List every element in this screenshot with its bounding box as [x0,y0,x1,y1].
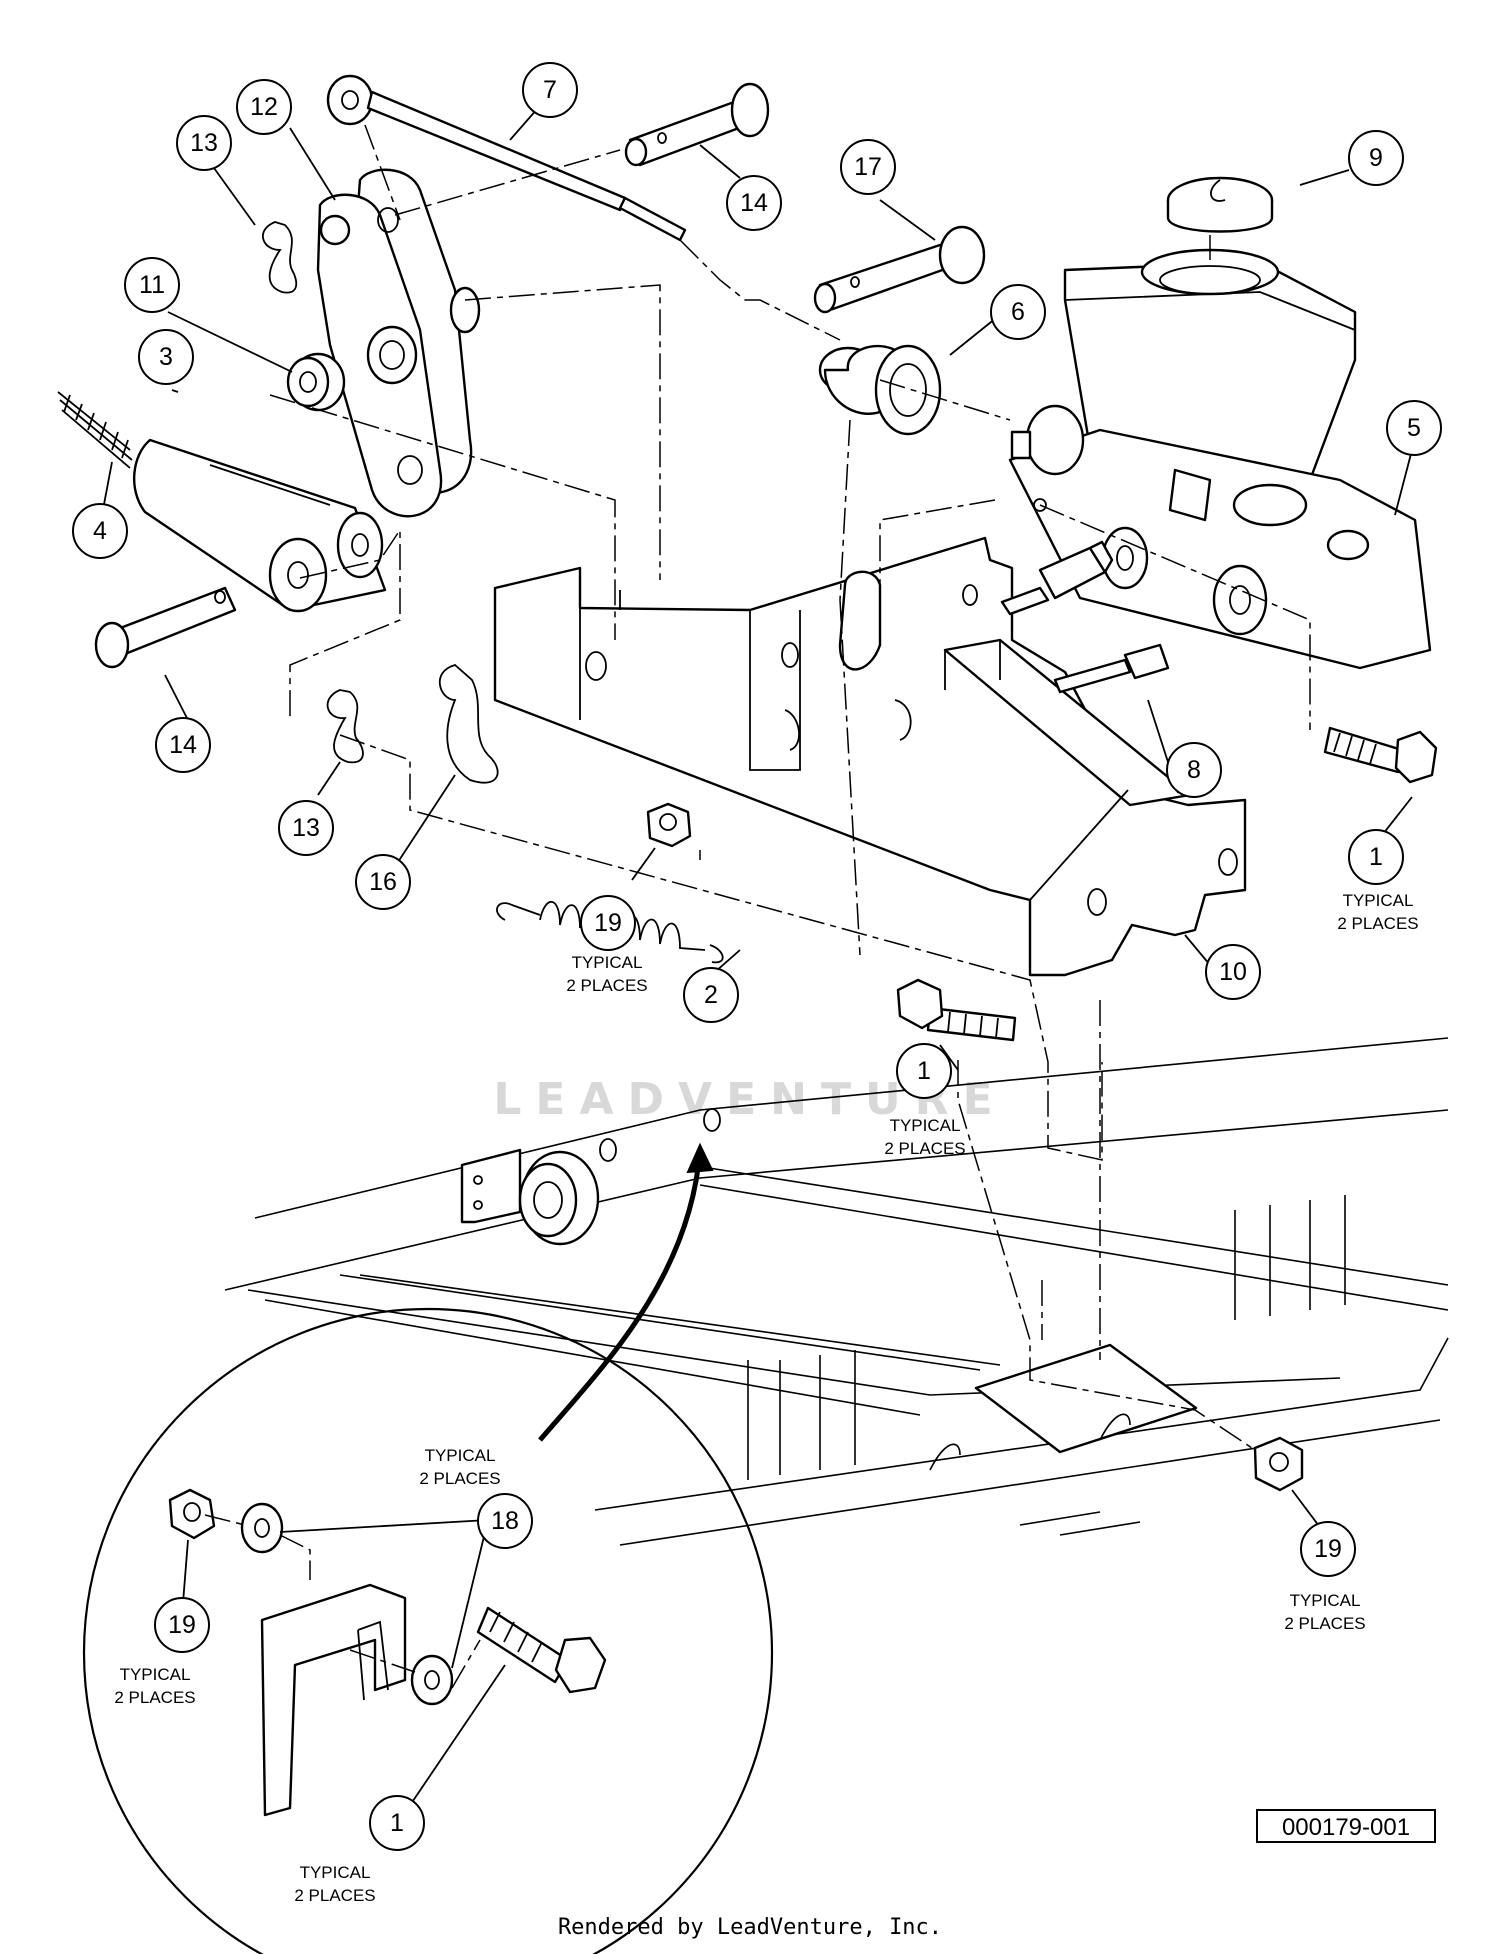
callout-14-lower: 14 [155,717,211,773]
callout-label: 12 [250,93,278,121]
callout-label: 4 [93,517,107,545]
callout-label: 8 [1187,756,1201,784]
callout-label: 1 [917,1057,931,1085]
callout-label: 14 [740,189,768,217]
callout-19-bracket: 19 [580,895,636,951]
callout-label: 14 [169,731,197,759]
callout-label: 16 [369,868,397,896]
detail-arrow [538,1142,714,1442]
callout-4: 4 [72,503,128,559]
reservoir-cap [1166,176,1274,233]
svg-text:TYPICAL: TYPICAL [1290,1591,1361,1610]
callout-label: 19 [168,1611,196,1639]
svg-text:2 PLACES: 2 PLACES [884,1139,965,1158]
frame-bracket-pulley [460,1108,721,1246]
master-cylinder [1008,248,1432,670]
svg-text:TYPICAL: TYPICAL [1343,891,1414,910]
callout-19-frame: 19 [1300,1521,1356,1577]
drawing-number-box: 000179-001 [1256,1809,1436,1843]
svg-text:2 PLACES: 2 PLACES [114,1688,195,1707]
brake-light-switch [1000,540,1170,694]
svg-text:2 PLACES: 2 PLACES [566,976,647,995]
svg-text:TYPICAL: TYPICAL [300,1863,371,1882]
callout-9: 9 [1348,130,1404,186]
clevis-pin-lower [94,586,237,669]
clevis-pin-top [624,82,770,167]
clevis-pin-upper [813,225,986,314]
pedal-rod-clevis [133,438,387,613]
svg-text:TYPICAL: TYPICAL [120,1665,191,1684]
callout-label: 3 [159,343,173,371]
assembly-centerlines [269,124,1311,1451]
callout-label: 1 [1369,843,1383,871]
callout-11: 11 [124,257,180,313]
note-typical-center: TYPICAL 2 PLACES [884,1116,965,1158]
callout-label: 2 [704,981,718,1009]
callout-label: 17 [854,153,882,181]
note-typical-detail-bottom: TYPICAL 2 PLACES [294,1863,375,1905]
svg-text:TYPICAL: TYPICAL [425,1446,496,1465]
vehicle-frame [224,1037,1449,1546]
hex-bolt-upper-right [1323,726,1438,784]
callout-3: 3 [138,329,194,385]
callout-18: 18 [477,1493,533,1549]
callout-13-upper: 13 [176,115,232,171]
pedal-link-arm [316,168,481,518]
svg-text:2 PLACES: 2 PLACES [1337,914,1418,933]
push-rod [326,74,687,242]
hex-nut-bracket [646,802,692,848]
detail-view [83,1308,773,1954]
callout-8: 8 [1166,742,1222,798]
svg-text:TYPICAL: TYPICAL [890,1116,961,1135]
callout-1-center: 1 [896,1043,952,1099]
threaded-rod-end [57,391,133,469]
callout-7: 7 [522,62,578,118]
callout-17: 17 [840,139,896,195]
svg-text:TYPICAL: TYPICAL [572,953,643,972]
callout-label: 6 [1011,298,1025,326]
callout-13-lower: 13 [278,800,334,856]
callout-label: 5 [1407,414,1421,442]
hex-bolt-center [896,978,1017,1042]
callout-label: 13 [292,814,320,842]
svg-text:2 PLACES: 2 PLACES [419,1469,500,1488]
bushing [286,352,346,412]
callout-19-detail: 19 [154,1597,210,1653]
callout-label: 18 [491,1507,519,1535]
callout-label: 1 [390,1809,404,1837]
callout-label: 10 [1219,958,1247,986]
callout-10: 10 [1205,944,1261,1000]
callout-1-detail: 1 [369,1795,425,1851]
callout-1-upper-right: 1 [1348,829,1404,885]
callout-6: 6 [990,284,1046,340]
leader-lines [101,99,1413,1821]
footer-credit: Rendered by LeadVenture, Inc. [557,1915,943,1940]
note-typical-detail-top: TYPICAL 2 PLACES [419,1446,500,1488]
callout-label: 11 [139,271,165,299]
callout-label: 19 [1314,1535,1342,1563]
hex-bolt-detail [476,1606,607,1694]
push-rod-boot [818,344,942,436]
callout-12: 12 [236,79,292,135]
callout-16: 16 [355,854,411,910]
note-typical-frame: TYPICAL 2 PLACES [1284,1591,1365,1633]
hairpin-clips [262,221,499,784]
svg-text:2 PLACES: 2 PLACES [1284,1614,1365,1633]
callout-label: 7 [543,76,557,104]
note-typical-upper-right: TYPICAL 2 PLACES [1337,891,1418,933]
note-typical-nut: TYPICAL 2 PLACES [566,953,647,995]
callout-14-upper: 14 [726,175,782,231]
hex-nut-frame [1253,1436,1304,1492]
callout-label: 19 [594,909,622,937]
callout-2: 2 [683,967,739,1023]
callout-label: 9 [1369,144,1383,172]
note-typical-detail-left: TYPICAL 2 PLACES [114,1665,195,1707]
callout-label: 13 [190,129,218,157]
callout-5: 5 [1386,400,1442,456]
svg-text:2 PLACES: 2 PLACES [294,1886,375,1905]
